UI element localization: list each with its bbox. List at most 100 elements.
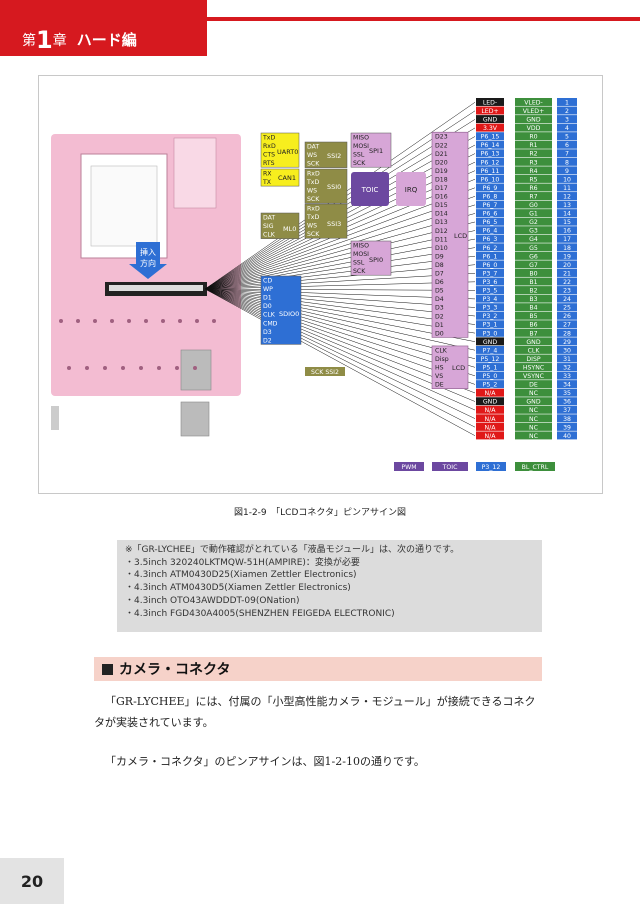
port-label: P6_1 <box>483 253 498 260</box>
ml0-block-pin: SIG <box>263 223 274 230</box>
signal-line <box>204 288 476 436</box>
pin-number-cell <box>557 217 577 226</box>
lcd-signal-cell <box>515 422 552 431</box>
usb-connector <box>180 349 212 391</box>
lcd-signal-cell <box>515 405 552 414</box>
lcd-signal-cell <box>515 260 552 269</box>
board-via <box>144 319 148 323</box>
section-title: カメラ・コネクタ <box>119 662 231 678</box>
usb-connector <box>180 401 210 437</box>
board-via <box>161 319 165 323</box>
lcd-signal-cell <box>515 226 552 235</box>
pin-number-cell <box>557 209 577 218</box>
port-label: P3_1 <box>483 322 498 329</box>
spi0-block <box>350 240 392 276</box>
lcd-signal-cell <box>515 354 552 363</box>
signal-line <box>204 288 476 428</box>
pin-number-cell <box>557 174 577 183</box>
pin-number-cell <box>557 98 577 106</box>
pin-number: 7 <box>565 151 569 158</box>
pin-number: 35 <box>563 390 571 397</box>
lcd-signal-cell <box>515 414 552 423</box>
pin-number: 31 <box>563 356 571 363</box>
signal-line <box>204 288 476 291</box>
signal-line <box>204 288 476 351</box>
port-cell <box>476 209 504 218</box>
lcd-signal-label: GND <box>526 399 540 406</box>
sdio0-block-pin: D2 <box>263 337 272 344</box>
lcd-signal-cell <box>515 98 552 106</box>
port-cell <box>476 345 504 354</box>
port-cell <box>476 149 504 158</box>
sdio0-block-pin: D3 <box>263 329 272 336</box>
ssi3-block-label: SSI3 <box>327 220 341 228</box>
pin-number-cell <box>557 397 577 406</box>
lcd-signal-label: G4 <box>529 236 538 243</box>
port-label: N/A <box>485 424 497 431</box>
lcd-signal-label: NC <box>529 407 538 414</box>
ssi2-block-label: SSI2 <box>327 152 341 160</box>
lcd-signal-cell <box>515 149 552 158</box>
lcd-data-pin: D6 <box>435 279 444 286</box>
lcd-data-pin: D11 <box>435 236 448 243</box>
spi1-block <box>350 132 392 168</box>
pin-number: 40 <box>563 433 571 440</box>
port-label: P6_10 <box>481 176 500 183</box>
ssi0-block-label: SSI0 <box>327 183 341 191</box>
edge-connector <box>51 406 59 430</box>
port-label: P3_7 <box>483 270 498 277</box>
ssi0-block-pin: SCK <box>307 196 320 203</box>
lcd-signal-label: G2 <box>529 219 538 226</box>
sdio0-block-pin: CD <box>263 278 272 285</box>
port-cell <box>476 277 504 286</box>
pin-number-cell <box>557 251 577 260</box>
can1-block-label: CAN1 <box>278 174 296 182</box>
board-component <box>173 137 217 209</box>
lcd-signal-cell <box>515 115 552 124</box>
port-label: N/A <box>485 407 497 414</box>
port-cell <box>476 226 504 235</box>
irq-label: IRQ <box>405 186 418 194</box>
lcd-signal-cell <box>515 123 552 132</box>
insertion-arrow-icon <box>129 242 167 279</box>
port-label: P6_4 <box>483 228 498 235</box>
lcd-signal-cell <box>515 234 552 243</box>
pin-number-cell <box>557 320 577 329</box>
ssi2-block-pin: DAT <box>307 144 319 151</box>
can1-block <box>260 168 300 187</box>
port-cell <box>476 166 504 175</box>
lcd-signal-cell <box>515 243 552 252</box>
lcd-signal-label: R1 <box>529 142 537 149</box>
lcd-signal-label: G5 <box>529 245 538 252</box>
lcd-signal-label: GND <box>526 117 540 124</box>
pin-number: 13 <box>563 202 571 209</box>
toic-label: TOIC <box>361 186 379 194</box>
signal-line <box>204 238 476 290</box>
figure-caption: 図1-2-9 「LCDコネクタ」ピンアサイン図 <box>233 508 407 518</box>
pin-number-cell <box>557 166 577 175</box>
pin-number: 16 <box>563 228 571 235</box>
signal-line <box>204 247 476 290</box>
lcd-data-pin: D21 <box>435 151 448 158</box>
lcd-signal-cell <box>515 286 552 295</box>
pin-number: 37 <box>563 407 571 414</box>
pin-number: 10 <box>563 176 571 183</box>
lcd-signal-cell <box>515 303 552 312</box>
port-label: LED- <box>483 99 497 106</box>
port-label: P6_8 <box>483 193 498 200</box>
uart0-block-pin: RxD <box>263 143 276 150</box>
port-cell <box>476 183 504 192</box>
lcd-signal-cell <box>515 269 552 277</box>
bottom-row-label: BL_CTRL <box>522 464 549 471</box>
lcd-signal-label: B3 <box>529 296 537 303</box>
pin-number: 24 <box>563 296 571 303</box>
board-via <box>127 319 131 323</box>
pin-number: 27 <box>563 322 571 329</box>
port-label: P6_15 <box>481 134 500 141</box>
lcd-signal-cell <box>515 132 552 141</box>
pin-number-cell <box>557 414 577 423</box>
spi0-block-pin: MISO <box>353 243 369 250</box>
lcd-signal-label: VLED+ <box>523 108 545 115</box>
lcd-ctrl-pin: Disp <box>435 356 449 363</box>
